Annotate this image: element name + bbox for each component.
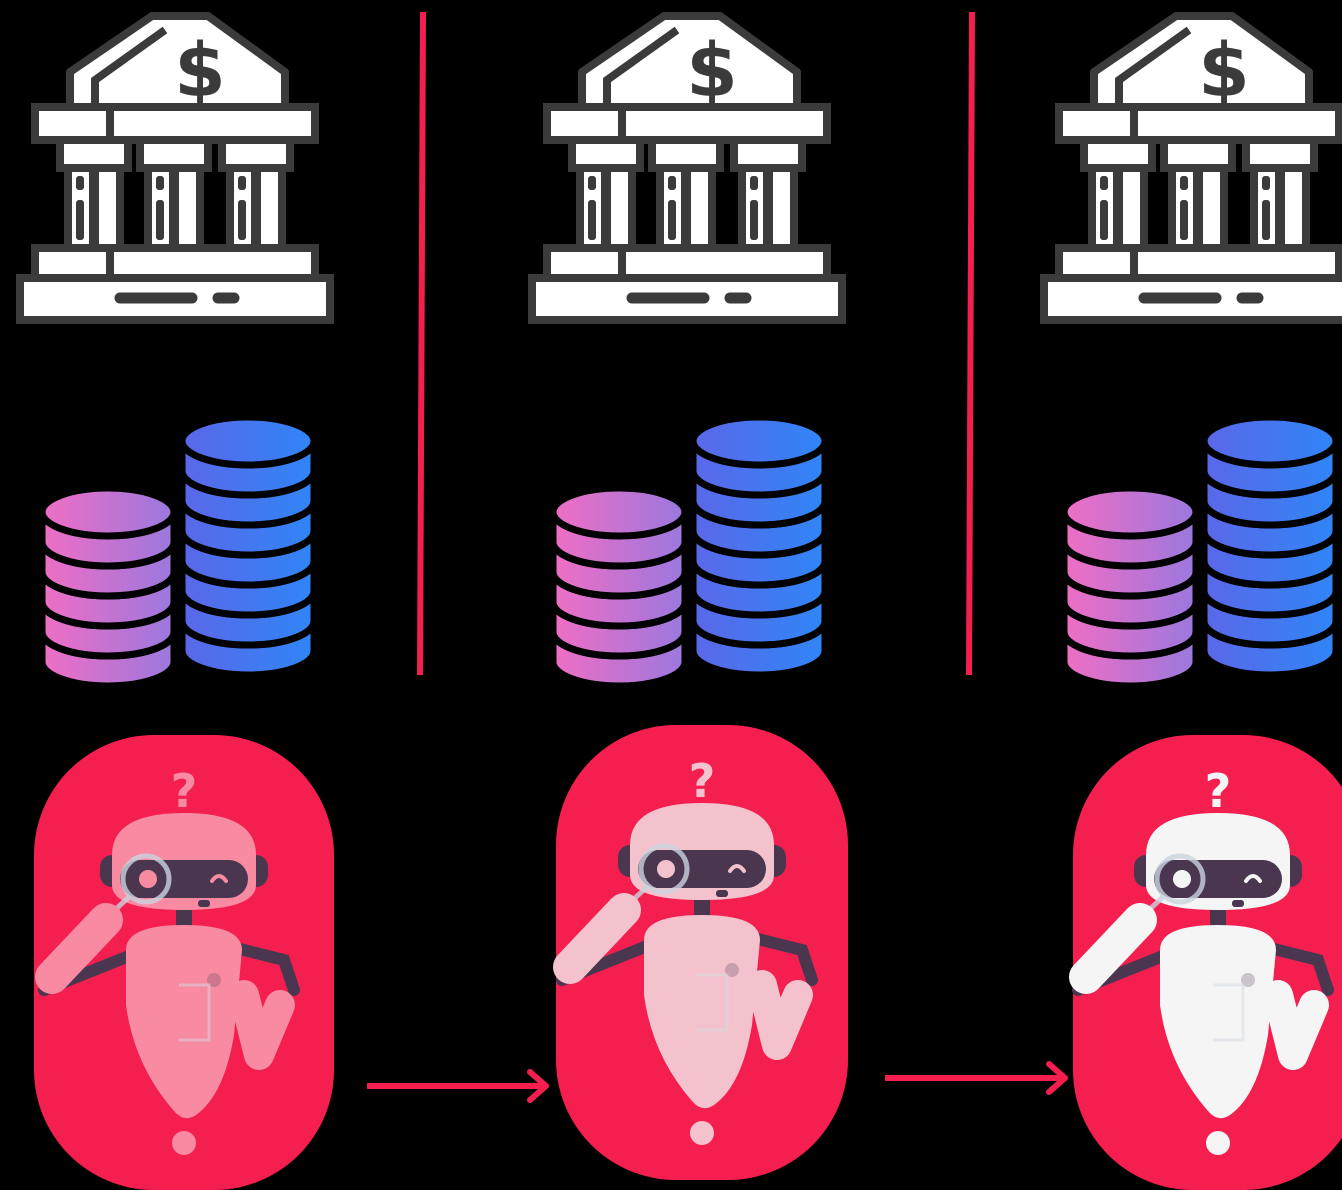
panel-2: $? <box>528 12 848 1180</box>
question-mark: ? <box>689 754 716 808</box>
robot-magnifier-icon: ? <box>35 764 300 1155</box>
dollar-sign: $ <box>1198 28 1250 114</box>
robot-magnifier-icon: ? <box>553 754 818 1145</box>
panel-1: $? <box>16 12 334 1190</box>
agent-card: ? <box>1069 735 1342 1190</box>
agent-card: ? <box>553 725 848 1180</box>
dollar-sign: $ <box>174 28 226 114</box>
question-mark: ? <box>1205 764 1232 818</box>
bank-icon: $ <box>1040 12 1342 324</box>
agent-card: ? <box>34 735 334 1190</box>
robot-magnifier-icon: ? <box>1069 764 1334 1155</box>
panel-divider-2 <box>966 11 975 676</box>
bank-icon: $ <box>528 12 846 324</box>
database-stack-icon <box>549 413 829 690</box>
bank-icon: $ <box>16 12 334 324</box>
panel-3: $? <box>1040 12 1342 1190</box>
panel-divider-1 <box>417 11 426 676</box>
database-stack-icon <box>38 413 318 690</box>
dollar-sign: $ <box>686 28 738 114</box>
question-mark: ? <box>171 764 198 818</box>
database-stack-icon <box>1060 413 1340 690</box>
arrow-right-icon <box>367 1069 549 1103</box>
arrow-right-icon <box>885 1061 1068 1095</box>
